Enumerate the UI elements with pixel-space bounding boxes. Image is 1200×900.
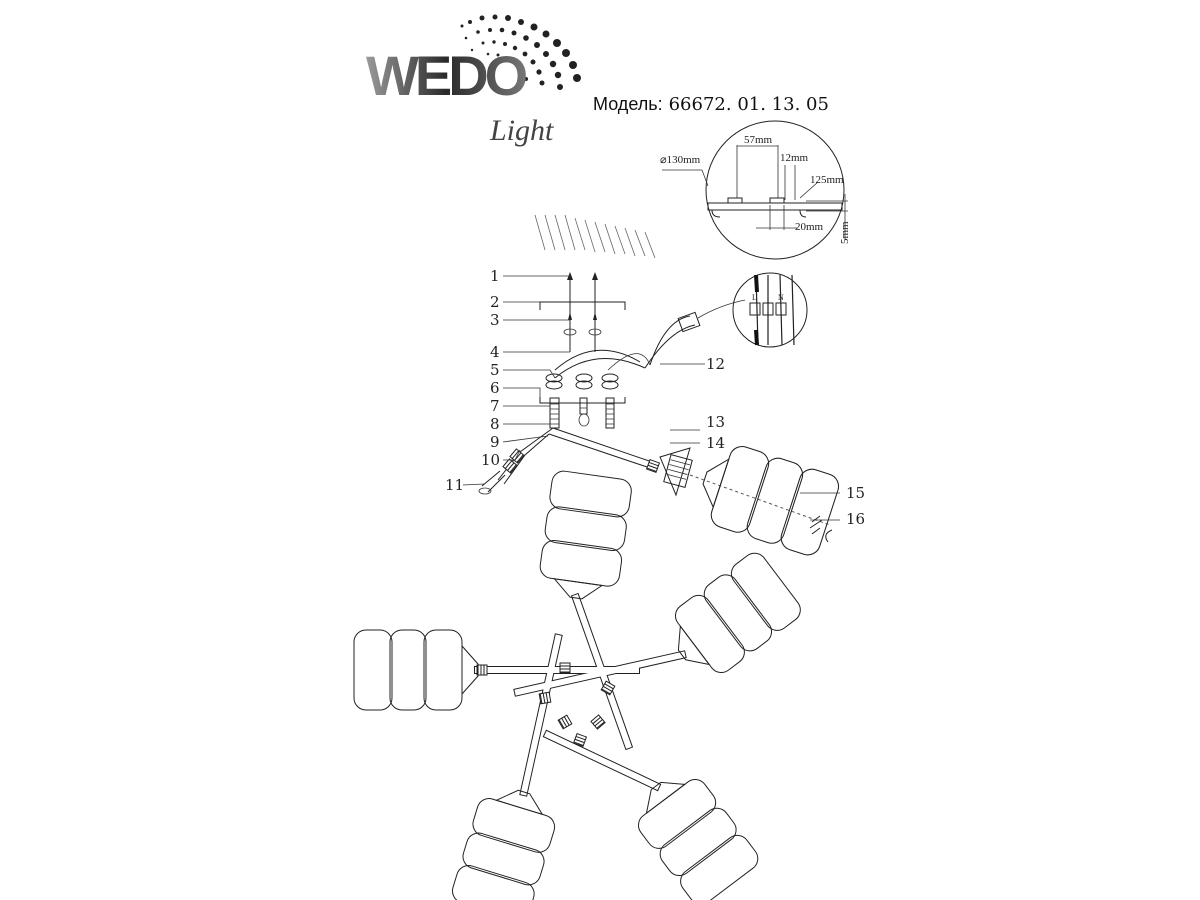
assembled-view	[353, 469, 806, 900]
callout-5: 5	[490, 361, 500, 379]
model-number: 66672. 01. 13. 05	[669, 94, 829, 115]
dimension-12mm: 12mm	[780, 152, 809, 164]
callout-9: 9	[490, 433, 500, 451]
model-label: Модель:	[593, 94, 663, 114]
dimension-125mm: 125mm	[810, 174, 844, 186]
logo-wordmark: WEDO	[366, 44, 527, 107]
callout-4: 4	[490, 343, 500, 361]
exploded-view: L N	[478, 272, 843, 559]
dimension-57mm: 57mm	[744, 134, 773, 146]
dimension-diameter: ⌀130mm	[660, 154, 701, 166]
dimension-20mm: 20mm	[795, 221, 824, 233]
callout-3: 3	[490, 311, 500, 329]
callout-14: 14	[706, 434, 725, 452]
logo-script: Light	[489, 114, 554, 147]
wire-neutral-label: N	[778, 293, 784, 302]
callout-6: 6	[490, 379, 500, 397]
callout-15: 15	[846, 484, 865, 502]
callout-8: 8	[490, 415, 500, 433]
callout-12: 12	[706, 355, 725, 373]
logo-dots	[460, 14, 581, 90]
callouts: 1 2 3 4 5 6 7 8 9 10 11 12 13 14 15 16	[445, 267, 865, 528]
callout-13: 13	[706, 413, 725, 431]
callout-2: 2	[490, 293, 500, 311]
model-line: Модель: 66672. 01. 13. 05	[593, 94, 829, 115]
callout-1: 1	[490, 267, 500, 285]
callout-16: 16	[846, 510, 865, 528]
ceiling-hatch	[534, 214, 656, 259]
dimension-5mm: 5mm	[839, 221, 851, 244]
brand-logo: WEDO Light	[366, 14, 581, 147]
callout-7: 7	[490, 397, 500, 415]
mounting-bracket-detail: ⌀130mm 57mm 12mm 125mm 20mm 5mm	[660, 120, 851, 260]
callout-11: 11	[445, 476, 464, 494]
callout-10: 10	[481, 451, 500, 469]
wire-live-label: L	[752, 293, 757, 302]
